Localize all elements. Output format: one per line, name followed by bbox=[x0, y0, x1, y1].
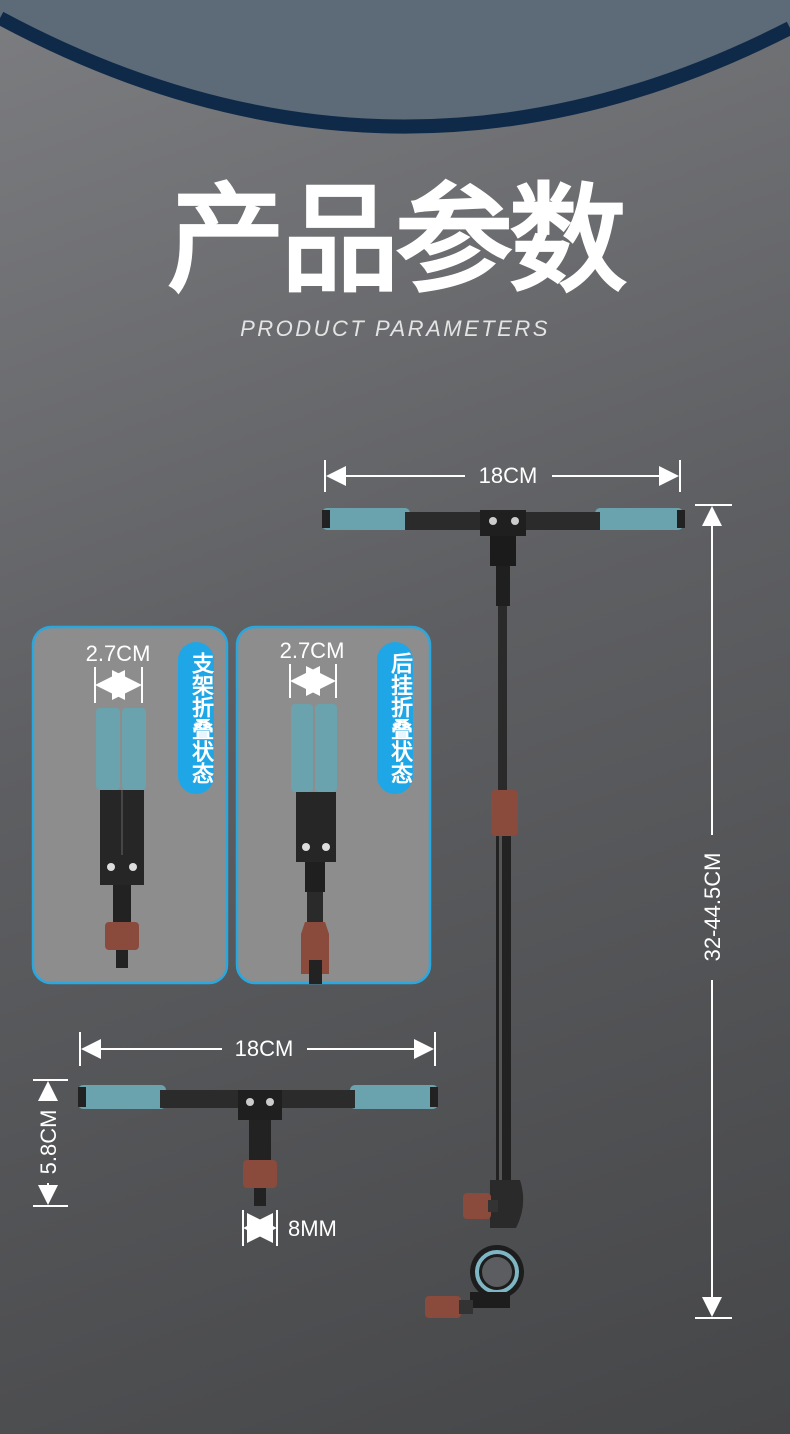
folded-stand-drawing bbox=[96, 708, 146, 968]
holder-width-label: 18CM bbox=[235, 1036, 294, 1061]
holder-width-dimension: 18CM bbox=[79, 1032, 436, 1066]
panel-2-dimension: 2.7CM bbox=[280, 638, 345, 698]
top-band bbox=[0, 0, 790, 127]
holder-drawing bbox=[78, 1085, 438, 1206]
top-arc-line bbox=[0, 11, 790, 134]
main-width-dimension: 18CM bbox=[324, 460, 681, 492]
panel-1-state-label: 支架折叠状态 bbox=[178, 642, 214, 794]
main-height-label: 32-44.5CM bbox=[700, 853, 725, 962]
holder-height-dimension: 5.8CM bbox=[33, 1079, 68, 1207]
page-title: 产品参数 bbox=[166, 171, 627, 309]
main-product-drawing bbox=[322, 508, 685, 1318]
panel-1-dimension: 2.7CM bbox=[86, 641, 151, 703]
thread-label: 8MM bbox=[288, 1216, 337, 1241]
panel-1-width-label: 2.7CM bbox=[86, 641, 151, 666]
panel-2-state-label: 后挂折叠状态 bbox=[377, 642, 413, 794]
holder-height-label: 5.8CM bbox=[36, 1110, 61, 1175]
page-subtitle: PRODUCT PARAMETERS bbox=[240, 316, 550, 341]
folded-rear-drawing bbox=[291, 704, 337, 984]
main-height-dimension: 32-44.5CM bbox=[695, 504, 732, 1319]
thread-dimension: 8MM bbox=[242, 1210, 337, 1246]
main-width-label: 18CM bbox=[479, 463, 538, 488]
panel-2-width-label: 2.7CM bbox=[280, 638, 345, 663]
